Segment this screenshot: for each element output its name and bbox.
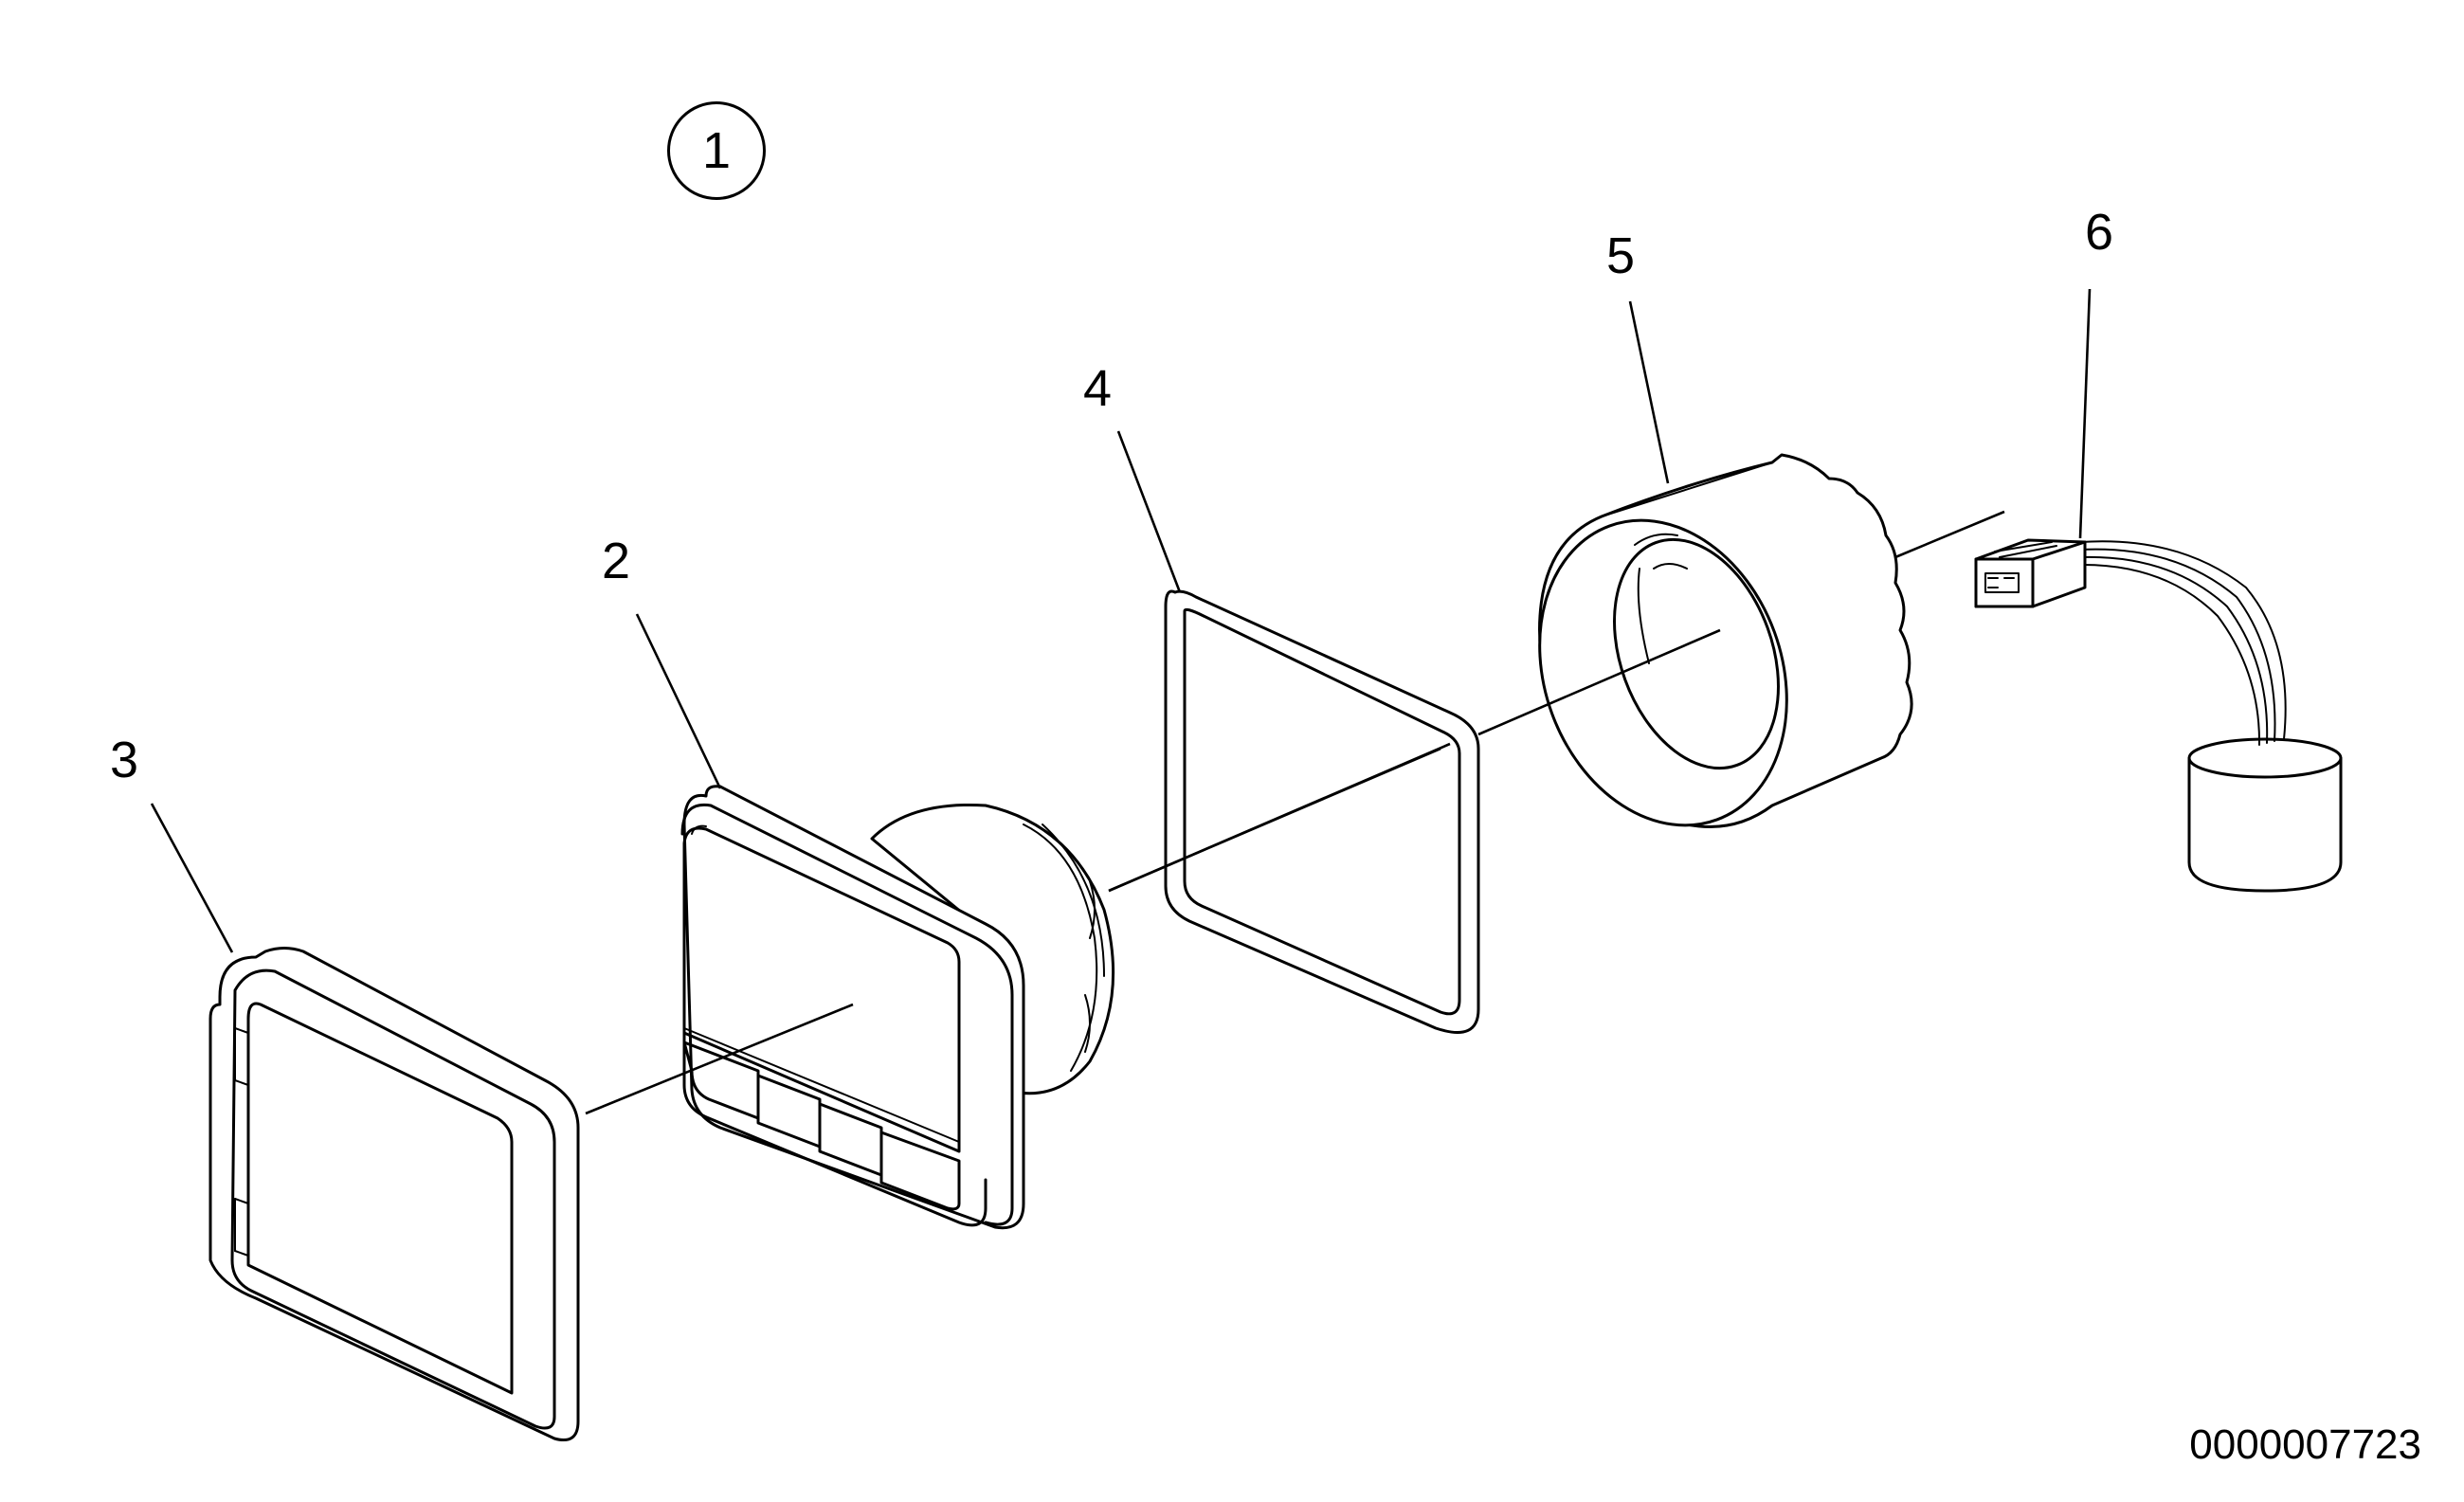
callout-2: 2 (602, 533, 631, 589)
callout-6: 6 (2085, 204, 2114, 261)
assembly-axis-lines (585, 510, 2005, 1115)
leader-5 (1628, 300, 1670, 484)
part-4-gasket (1164, 589, 1480, 1034)
callout-5: 5 (1606, 227, 1636, 284)
callout-4: 4 (1083, 360, 1113, 417)
part-3-bezel-frame (208, 947, 580, 1441)
callout-leaders (150, 288, 2092, 953)
part-2-display-unit (680, 785, 1115, 1230)
group-number: 1 (701, 122, 732, 179)
group-number-circle: 1 (667, 101, 766, 200)
leader-2 (635, 613, 722, 789)
leader-4 (1116, 430, 1182, 593)
leader-6 (2078, 288, 2092, 539)
document-number: 0000007723 (2189, 1421, 2421, 1468)
part-5-retaining-ring (1538, 453, 1913, 828)
part-6-connector-cable (1974, 538, 2343, 893)
callout-3: 3 (110, 732, 139, 788)
leader-3 (150, 803, 234, 953)
